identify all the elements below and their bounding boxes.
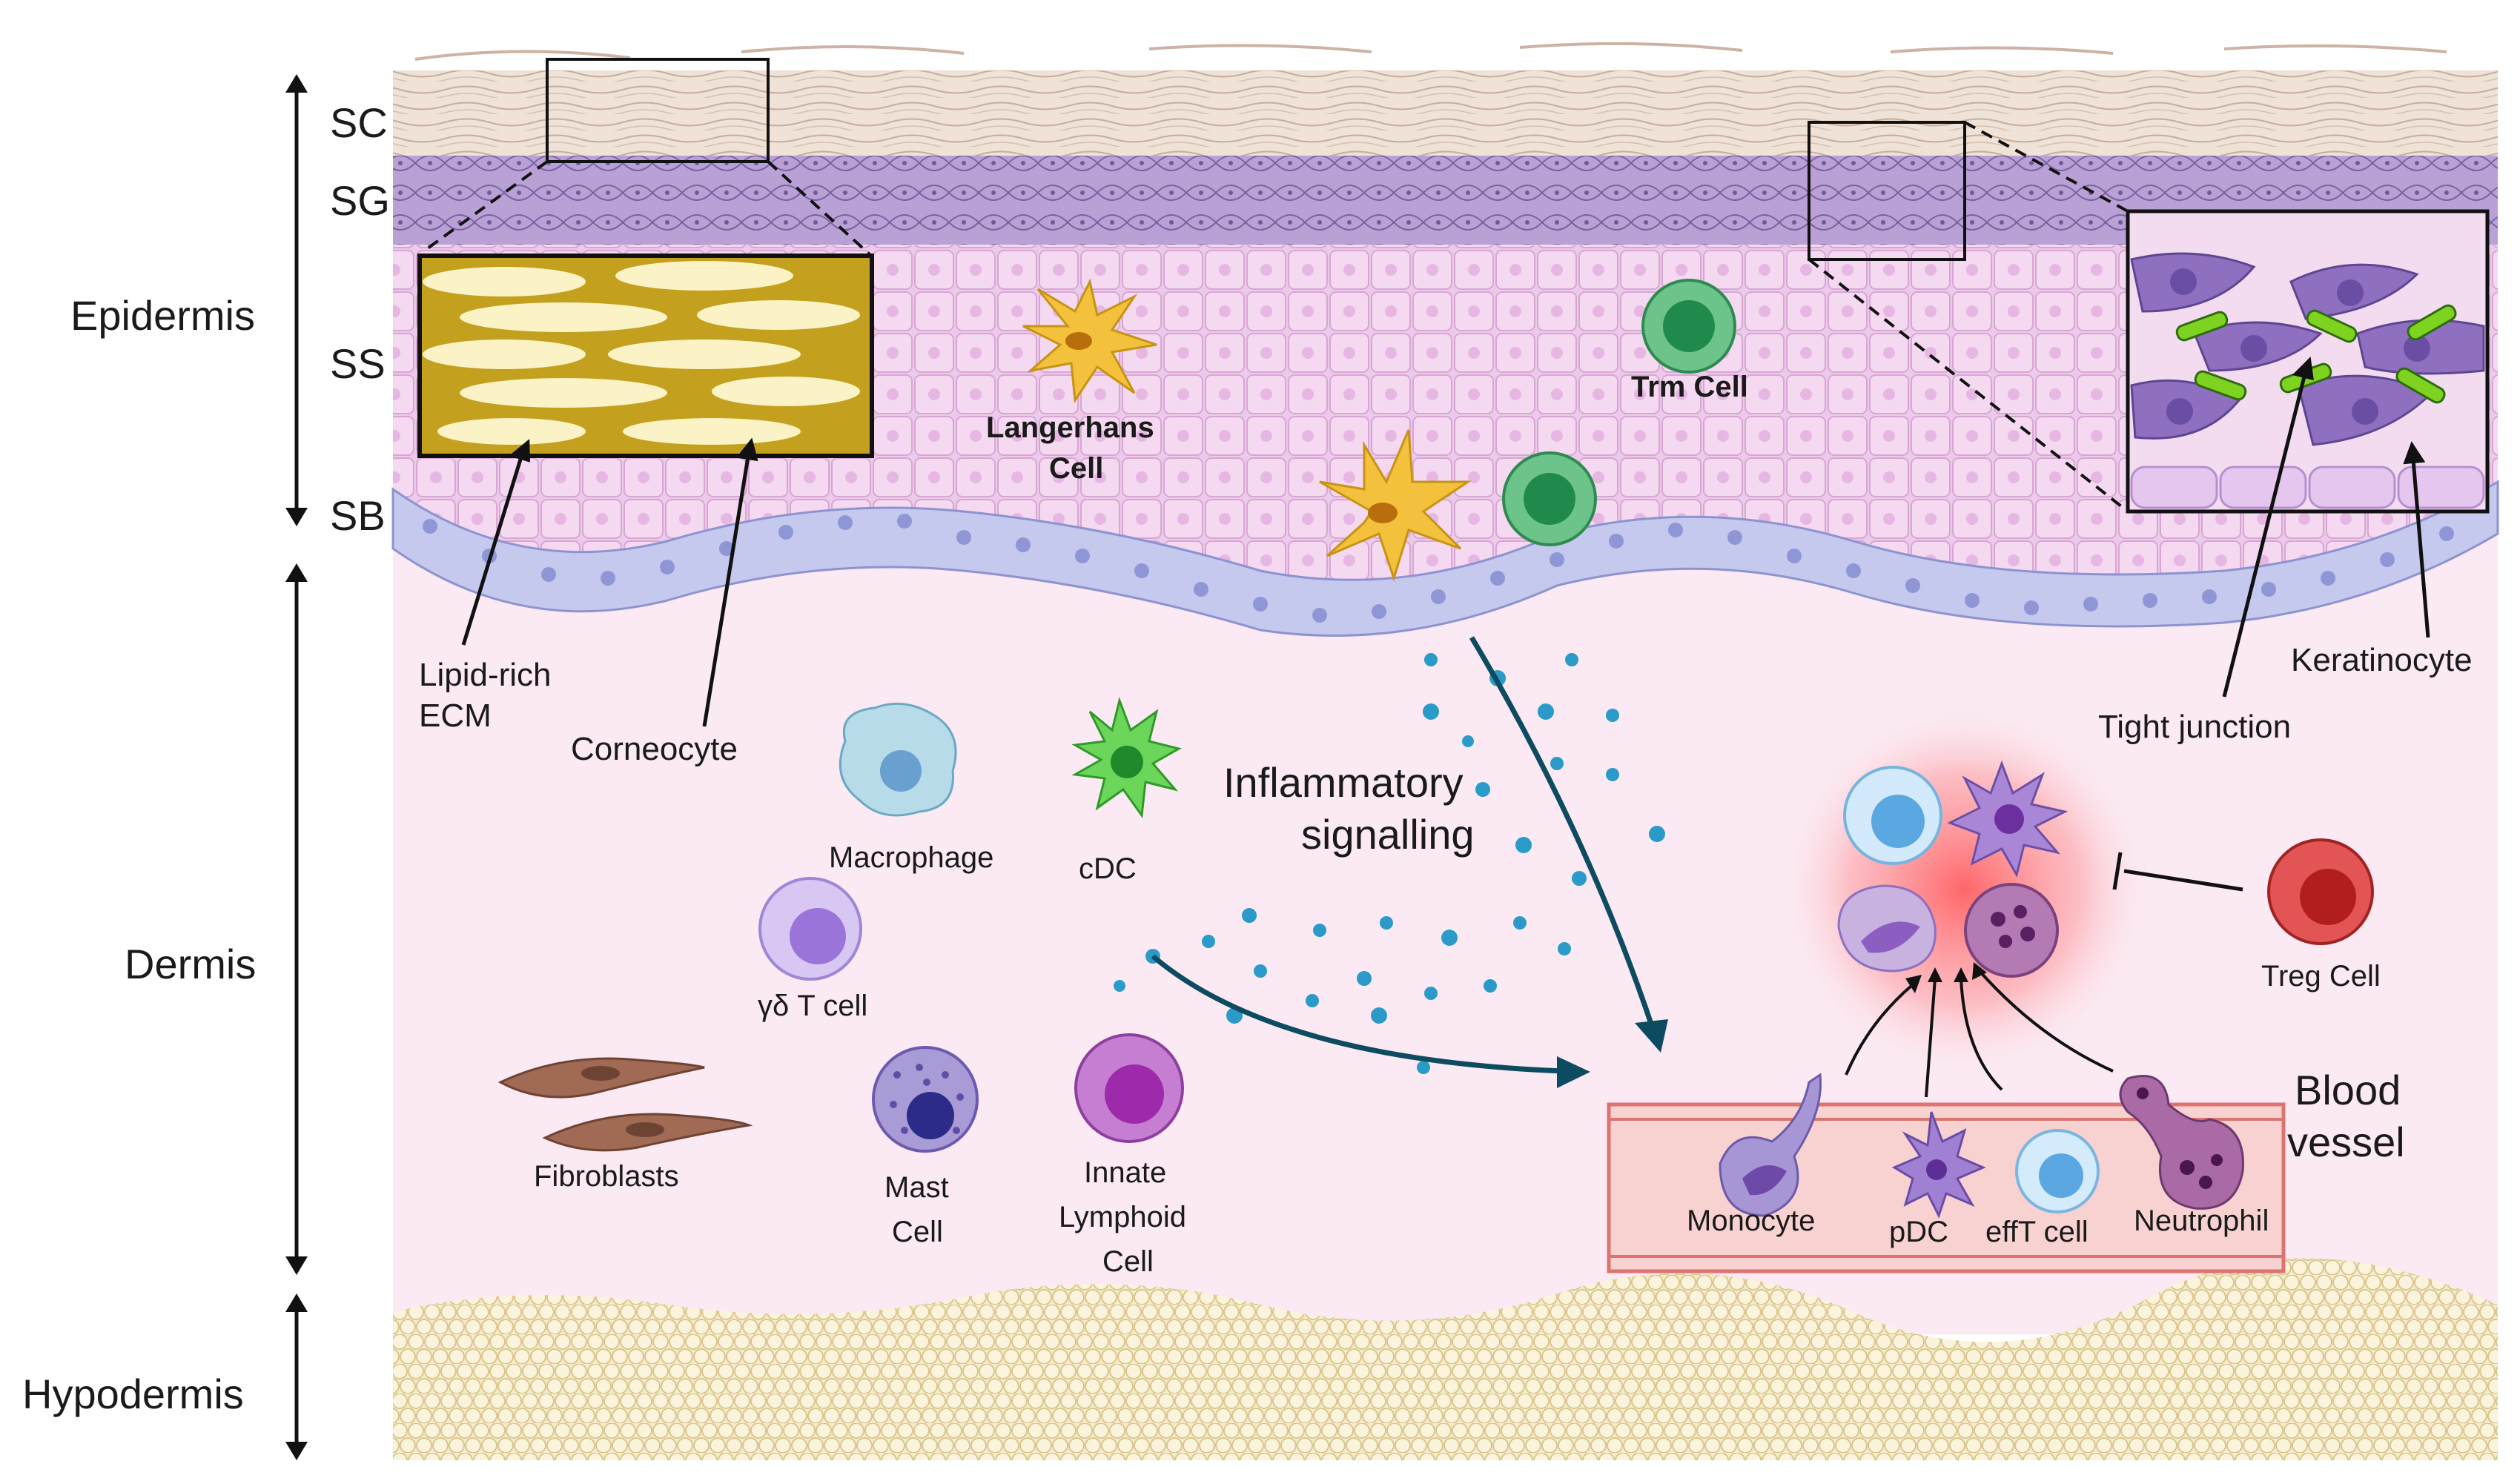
label-langerhans-1: Langerhans xyxy=(986,411,1154,444)
label-pdc: pDC xyxy=(1889,1216,1948,1248)
label-hypodermis: Hypodermis xyxy=(22,1371,244,1417)
corneum-flakes xyxy=(414,42,2447,61)
signal-arrow-right xyxy=(1151,954,1590,1088)
inflammation-glow xyxy=(1772,697,2157,1082)
epidermis-arrow xyxy=(285,74,308,526)
mast-cell-icon xyxy=(872,1046,979,1153)
signal-arrow-down xyxy=(1469,636,1668,1053)
zoom-line-top xyxy=(1964,121,2129,213)
label-inflammatory-2: signalling xyxy=(1301,811,1475,858)
cluster-t-cell-icon xyxy=(1843,766,1942,865)
label-ss: SS xyxy=(330,340,386,387)
corneocyte-inset xyxy=(417,254,874,458)
label-efft: effT cell xyxy=(1985,1216,2089,1248)
langerhans-cell-icon-2 xyxy=(1319,429,1472,582)
langerhans-cell-icon xyxy=(1022,278,1157,404)
pointer-arrows xyxy=(461,357,2430,727)
dermis-arrow xyxy=(285,563,308,1275)
label-sc: SC xyxy=(330,99,388,146)
vessel-monocyte-icon xyxy=(1719,1073,1822,1217)
trm-cell-icon xyxy=(1641,279,1736,374)
corneum-zoom-box xyxy=(546,58,770,163)
trm-cell-icon-2 xyxy=(1502,451,1597,546)
label-corneocyte: Corneocyte xyxy=(571,731,738,767)
label-ilc-3: Cell xyxy=(1102,1245,1154,1278)
hypodermis-arrow xyxy=(285,1293,308,1460)
label-fibroblasts: Fibroblasts xyxy=(534,1160,679,1193)
label-lipid-ecm-2: ECM xyxy=(419,698,492,734)
label-epidermis: Epidermis xyxy=(70,292,255,339)
cluster-pdc-icon xyxy=(1947,760,2068,878)
zoom-line-right xyxy=(767,160,873,257)
granulosum-zoom-box xyxy=(1808,121,1966,261)
label-sb: SB xyxy=(330,492,386,539)
treg-inhibition-arrow xyxy=(2112,852,2243,892)
label-inflammatory-1: Inflammatory xyxy=(1223,759,1464,806)
macrophage-icon xyxy=(839,702,957,817)
label-cdc: cDC xyxy=(1079,852,1137,885)
label-lipid-ecm-1: Lipid-rich xyxy=(419,657,552,693)
treg-cell-icon xyxy=(2267,838,2374,945)
extravasation-arrows xyxy=(1845,970,2114,1098)
cluster-monocyte-icon xyxy=(1837,884,1937,973)
label-mast-1: Mast xyxy=(884,1171,949,1204)
label-langerhans-2: Cell xyxy=(1049,452,1103,485)
vessel-neutrophil-icon xyxy=(2119,1075,2244,1210)
label-dermis: Dermis xyxy=(125,941,256,987)
label-mast-2: Cell xyxy=(892,1216,943,1248)
extravasation-arrowheads xyxy=(1905,962,1987,993)
label-treg: Treg Cell xyxy=(2261,960,2381,993)
zoom-line-left xyxy=(421,160,549,254)
label-blood-1: Blood xyxy=(2295,1067,2401,1113)
label-ilc-2: Lymphoid xyxy=(1059,1201,1186,1233)
vessel-pdc-icon xyxy=(1891,1111,1986,1219)
fibroblast-icon xyxy=(497,1057,753,1152)
label-neutrophil: Neutrophil xyxy=(2134,1205,2269,1237)
label-macrophage: Macrophage xyxy=(829,841,993,874)
label-gd-t: γδ T cell xyxy=(758,990,867,1022)
cdc-icon xyxy=(1071,696,1182,819)
hypodermis-layer xyxy=(393,1258,2498,1460)
vessel-efft-icon xyxy=(2015,1129,2100,1213)
basal-cell-nuclei xyxy=(423,514,2454,623)
ilc-icon xyxy=(1074,1033,1184,1143)
label-sg: SG xyxy=(330,177,390,224)
label-ilc-1: Innate xyxy=(1084,1156,1166,1189)
stratum-corneum xyxy=(393,70,2498,156)
gd-t-cell-icon xyxy=(758,877,862,981)
cluster-neutrophil-icon xyxy=(1964,883,2059,978)
label-tight-junction: Tight junction xyxy=(2098,709,2291,745)
label-trm: Trm Cell xyxy=(1631,371,1748,403)
zoom-line-bottom xyxy=(1808,258,2129,513)
label-monocyte: Monocyte xyxy=(1687,1205,1815,1237)
label-keratinocyte: Keratinocyte xyxy=(2291,642,2473,678)
label-blood-2: vessel xyxy=(2287,1119,2405,1165)
